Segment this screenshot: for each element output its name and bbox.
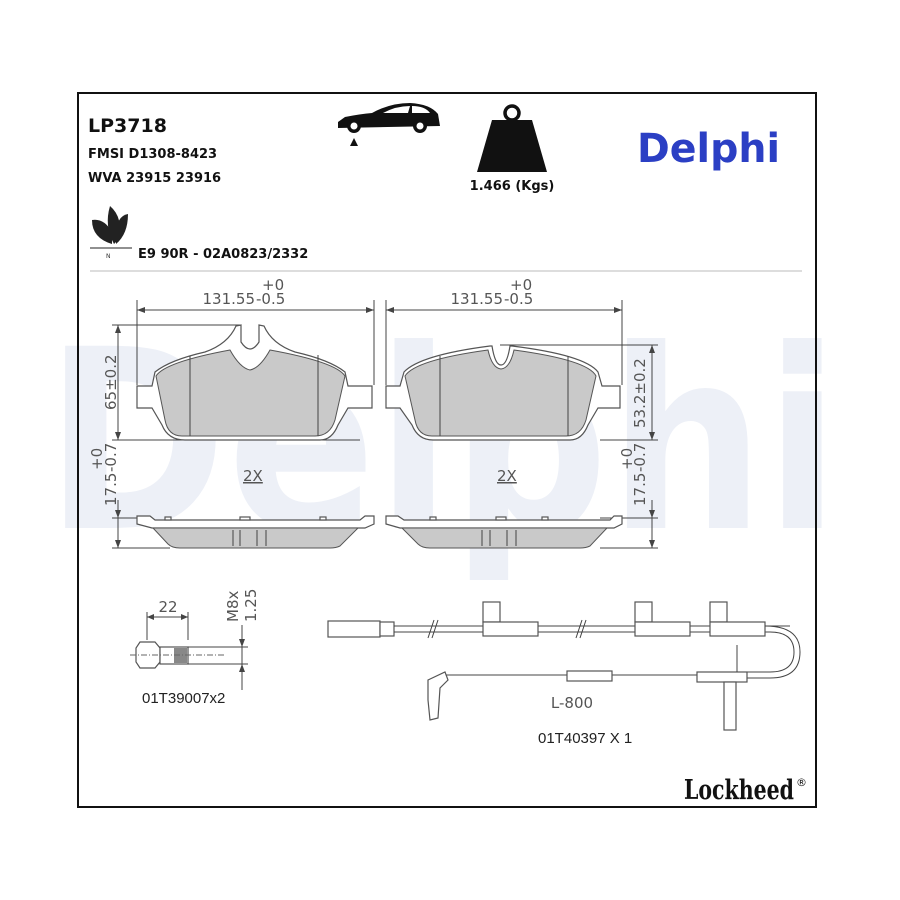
fmsi-code: FMSI D1308-8423 [88,147,217,162]
frame [77,92,817,808]
pad-left-width: 131.55 [203,290,256,308]
pad-left-drawing [112,300,375,549]
weight-value: 1.466 (Kgs) [470,179,555,194]
pad-right-tol-lower: -0.5 [504,290,533,308]
pad-left-tol-lower: -0.5 [256,290,285,308]
wva-code: WVA 23915 23916 [88,171,221,186]
pad-right-qty: 2X [497,467,517,485]
wear-sensor-drawing [327,601,801,731]
registered-mark: ® [796,776,807,789]
pad-left-height: 65±0.2 [102,354,120,410]
eco-leaf-icon: N [90,206,132,260]
pad-right-thickness: 17.5 [631,473,649,506]
lockheed-logo: Lockheed [684,775,794,806]
eco-mark-letter: N [106,253,111,260]
pad-right-height: 53.2±0.2 [631,358,649,428]
bolt-label: 01T39007x2 [142,690,225,707]
bolt-thread-b: 1.25 [242,589,260,622]
pad-left-qty: 2X [243,467,263,485]
pad-right-drawing [385,300,658,549]
pad-right-tol-upper: +0 [510,276,532,294]
weight-icon [477,104,547,172]
pad-right-thick-tol-upper: +0 [618,448,636,470]
pad-left-tol-upper: +0 [262,276,284,294]
pad-right-width: 131.55 [451,290,504,308]
bolt-drawing [130,612,248,690]
pad-left-thick-tol-upper: +0 [88,448,106,470]
part-number: LP3718 [88,115,167,137]
bolt-thread-a: M8x [224,591,242,622]
bolt-length: 22 [158,598,177,616]
car-lift-icon [338,103,440,146]
pad-left-thick-tol-lower: -0.7 [102,443,120,472]
delphi-logo: Delphi [637,126,780,172]
sensor-length: L-800 [551,694,593,712]
pad-right-thick-tol-lower: -0.7 [631,443,649,472]
sensor-label: 01T40397 X 1 [538,730,632,747]
approval-code: E9 90R - 02A0823/2332 [138,247,308,262]
pad-left-thickness: 17.5 [102,473,120,506]
